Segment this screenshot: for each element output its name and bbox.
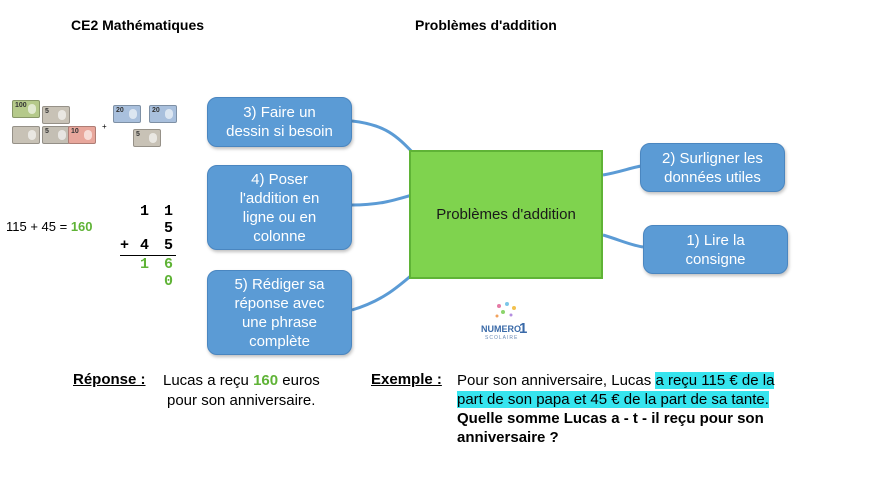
step-3-node: 3) Faire un dessin si besoin <box>207 97 352 147</box>
answer-label: Réponse : <box>73 371 146 388</box>
step-2-label: 2) Surligner les données utiles <box>662 149 763 186</box>
step-3-label: 3) Faire un dessin si besoin <box>226 104 333 140</box>
banknote-icon: 5 <box>42 126 70 144</box>
banknote-icon: 5 <box>133 129 161 147</box>
banknote-icon: 5 <box>42 106 70 124</box>
inline-addition: 115 + 45 = 160 <box>6 219 93 234</box>
answer-value: 160 <box>253 372 279 389</box>
central-node: Problèmes d'addition <box>409 150 603 279</box>
step-4-node: 4) Poser l'addition en ligne ou en colon… <box>207 165 352 250</box>
banknote-icon: 20 <box>113 105 141 123</box>
highlight-part-1: a reçu 115 € de la <box>655 372 775 389</box>
step-1-label: 1) Lire la consigne <box>685 231 746 268</box>
highlight-part-2: part de son papa et 45 € de la part de s… <box>457 391 769 408</box>
banknote-icon: 10 <box>68 126 96 144</box>
banknotes-group-1: 100 5 5 10 <box>12 99 97 151</box>
page-title: Problèmes d'addition <box>415 17 557 33</box>
numero1-logo: NUMERO 1 SCOLAIRE <box>477 300 537 348</box>
step-1-node: 1) Lire la consigne <box>643 225 788 274</box>
column-second-number: 4 5 <box>139 237 176 254</box>
step-5-label: 5) Rédiger sa réponse avec une phrase co… <box>234 275 325 350</box>
logo-mark: 1 <box>519 320 528 337</box>
plus-sign: + <box>102 122 107 131</box>
subject-title: CE2 Mathématiques <box>71 17 205 33</box>
banknote-icon: 100 <box>12 100 40 118</box>
step-4-label: 4) Poser l'addition en ligne ou en colon… <box>239 170 320 245</box>
question-line-1: Quelle somme Lucas a - t - il reçu pour … <box>457 410 764 427</box>
column-top-number: 1 1 5 <box>139 203 176 237</box>
step-5-node: 5) Rédiger sa réponse avec une phrase co… <box>207 270 352 355</box>
column-result: 1 6 0 <box>139 256 176 290</box>
column-second-row: + 4 5 <box>120 237 176 254</box>
logo-subtitle: SCOLAIRE <box>485 335 519 341</box>
column-operator: + <box>120 237 133 254</box>
step-2-node: 2) Surligner les données utiles <box>640 143 785 192</box>
example-text: Pour son anniversaire, Lucas a reçu 115 … <box>457 371 862 447</box>
inline-result: 160 <box>70 219 93 234</box>
answer-line-2: pour son anniversaire. <box>167 392 316 409</box>
banknotes-group-2: 20 20 5 <box>113 105 181 151</box>
logo-word: NUMERO <box>481 324 521 334</box>
answer-line-1: Lucas a reçu 160 euros <box>163 372 320 389</box>
example-label: Exemple : <box>371 371 442 388</box>
banknote-icon: 20 <box>149 105 177 123</box>
central-node-label: Problèmes d'addition <box>436 206 576 223</box>
column-addition: 1 1 5 + 4 5 1 6 0 <box>120 203 176 290</box>
banknote-icon <box>12 126 40 144</box>
question-line-2: anniversaire ? <box>457 429 559 446</box>
